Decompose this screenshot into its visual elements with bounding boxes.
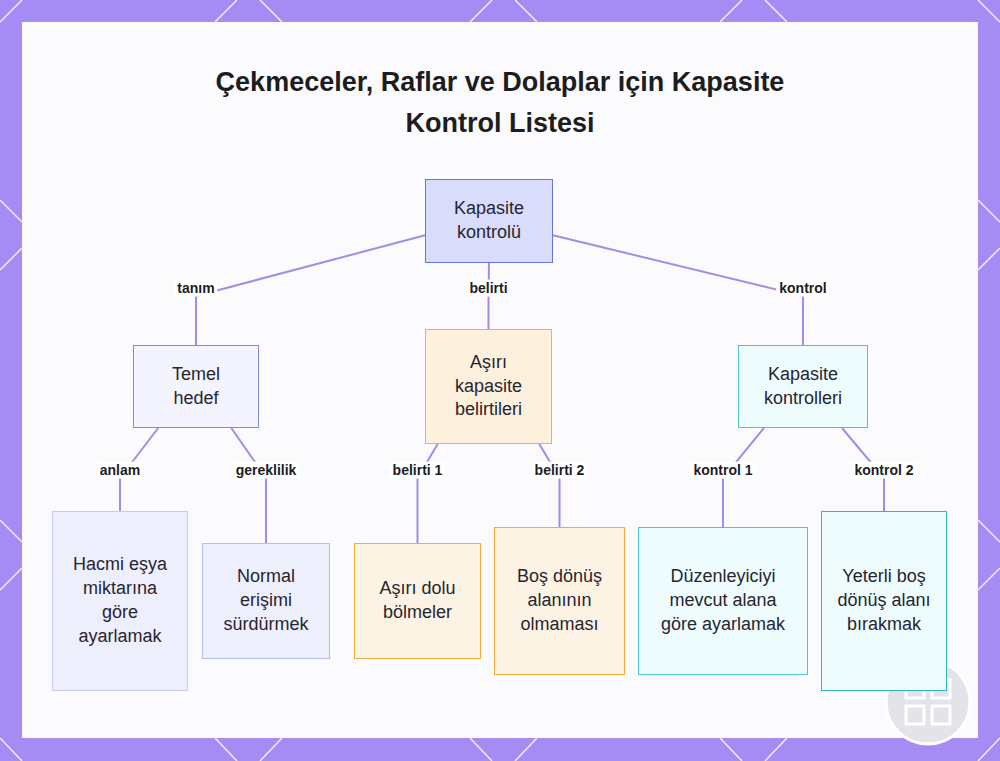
connector-line: [418, 444, 438, 543]
node-text: Yeterli boş dönüş alanı bırakmak: [836, 565, 932, 637]
node-text: Aşırı kapasite belirtileri: [440, 351, 537, 423]
connector-line: [553, 235, 803, 345]
edge-label: kontrol: [776, 280, 829, 297]
item-box: Boş dönüş alanının olmaması: [494, 527, 625, 675]
category-box: Temel hedef: [133, 345, 259, 428]
node-text: Hacmi eşya miktarına göre ayarlamak: [67, 553, 173, 649]
connector-line: [539, 444, 559, 527]
node-text: Normal erişimi sürdürmek: [217, 565, 315, 637]
connector-line: [231, 428, 266, 543]
edge-label: gereklilik: [233, 462, 300, 479]
node-text: Aşırı dolu bölmeler: [369, 577, 466, 625]
edge-label: anlam: [97, 462, 143, 479]
edge-label: belirti 2: [532, 462, 588, 479]
node-text: Kapasite kontrolleri: [753, 363, 853, 411]
node-text: Düzenleyiciyi mevcut alana göre ayarlama…: [653, 565, 793, 637]
edge-label: belirti: [466, 280, 510, 297]
category-box: Aşırı kapasite belirtileri: [425, 329, 552, 444]
diagram-title: Çekmeceler, Raflar ve Dolaplar için Kapa…: [200, 62, 800, 143]
item-box: Hacmi eşya miktarına göre ayarlamak: [52, 511, 188, 691]
root-box: Kapasite kontrolü: [425, 179, 553, 263]
edge-label: belirti 1: [390, 462, 446, 479]
edge-label: kontrol 2: [851, 462, 916, 479]
item-box: Normal erişimi sürdürmek: [202, 543, 330, 659]
item-box: Düzenleyiciyi mevcut alana göre ayarlama…: [638, 527, 808, 675]
connector-line: [196, 235, 425, 345]
edge-label: kontrol 1: [690, 462, 755, 479]
item-box: Aşırı dolu bölmeler: [354, 543, 481, 659]
node-text: Kapasite kontrolü: [440, 197, 538, 245]
category-box: Kapasite kontrolleri: [738, 345, 868, 428]
white-panel: [22, 22, 978, 738]
item-box: Yeterli boş dönüş alanı bırakmak: [821, 511, 947, 691]
edge-label: tanım: [174, 280, 217, 297]
node-text: Temel hedef: [148, 363, 244, 411]
node-text: Boş dönüş alanının olmaması: [509, 565, 610, 637]
